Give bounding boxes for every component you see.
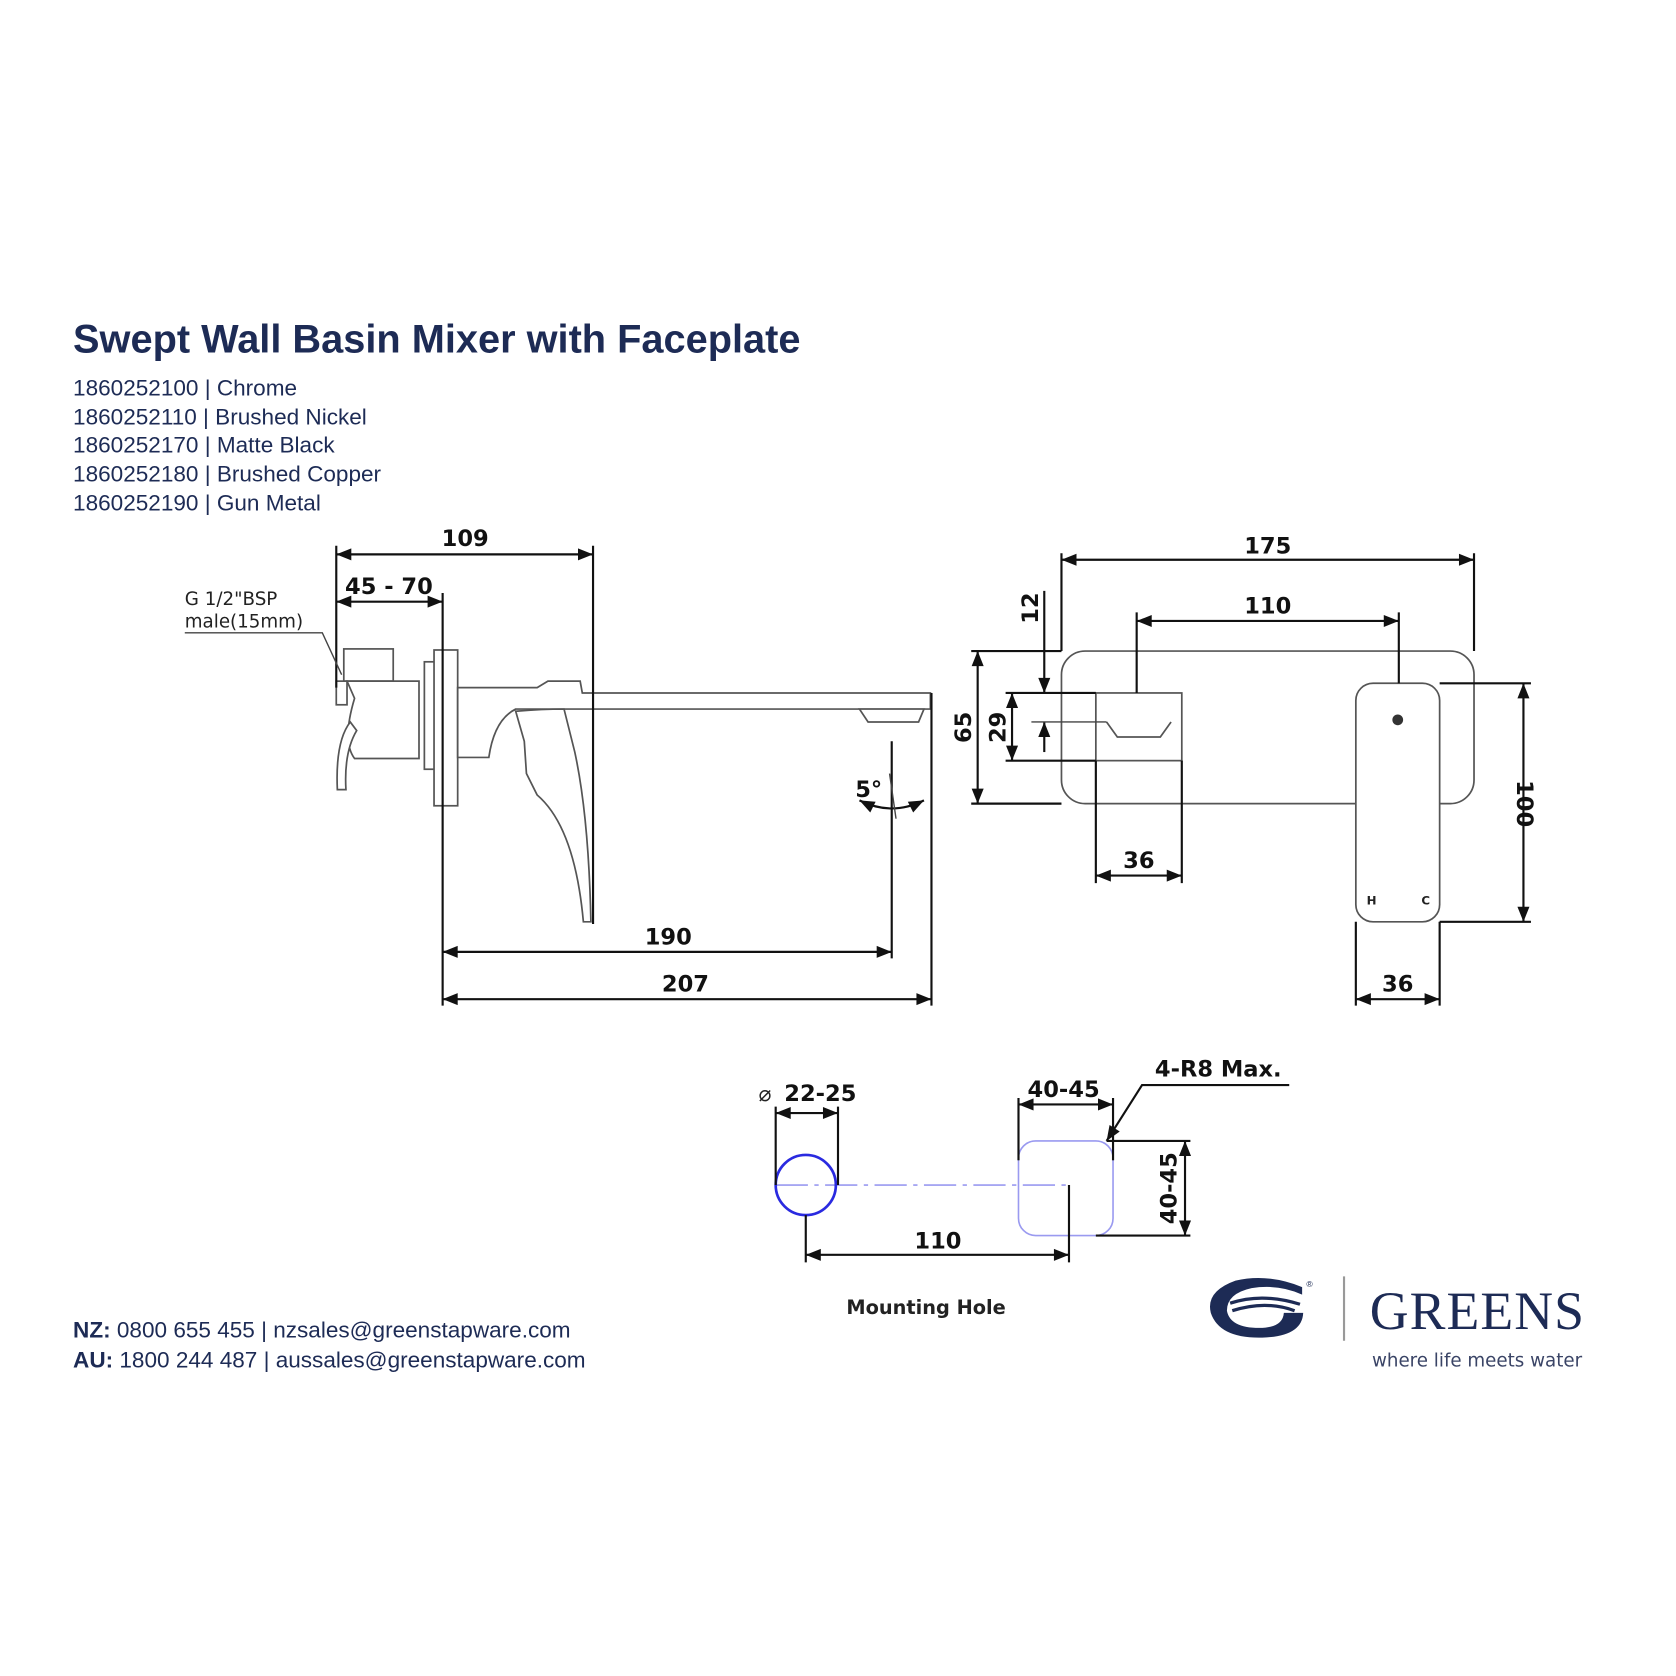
dim-square-width: 40-45 — [1028, 1077, 1100, 1103]
dim-wall-range: 45 - 70 — [345, 574, 433, 600]
dim-hole-diameter: 22-25 — [784, 1081, 856, 1107]
variant-item: 1860252190 | Gun Metal — [73, 490, 321, 515]
front-view-drawing: H C 175 110 65 29 12 36 100 36 — [951, 533, 1537, 1006]
dim-plate-height: 65 — [951, 712, 977, 743]
dim-spout-height: 29 — [986, 712, 1012, 743]
dim-overall-depth: 109 — [442, 526, 489, 552]
dim-square-height: 40-45 — [1156, 1152, 1182, 1224]
dim-handle-height: 100 — [1511, 780, 1537, 827]
diameter-icon: ⌀ — [758, 1082, 771, 1107]
variant-item: 1860252100 | Chrome — [73, 375, 297, 400]
dim-spout-reach: 190 — [645, 924, 692, 950]
dim-plate-width: 175 — [1244, 533, 1291, 559]
brand-name: GREENS — [1370, 1281, 1585, 1341]
dim-total-reach: 207 — [662, 972, 709, 998]
inlet-note-line2: male(15mm) — [185, 611, 303, 632]
variant-list: 1860252100 | Chrome 1860252110 | Brushed… — [73, 375, 381, 515]
au-contact: AU: 1800 244 487 | aussales@greenstapwar… — [73, 1348, 586, 1373]
nz-contact: NZ: 0800 655 455 | nzsales@greenstapware… — [73, 1318, 571, 1343]
svg-text:®: ® — [1306, 1279, 1313, 1289]
variant-item: 1860252180 | Brushed Copper — [73, 461, 381, 486]
logo-mark-icon — [1209, 1278, 1304, 1338]
dim-offset: 12 — [1018, 592, 1044, 623]
angle-label: 5° — [855, 777, 882, 803]
contact-info: NZ: 0800 655 455 | nzsales@greenstapware… — [73, 1318, 586, 1373]
dim-centres: 110 — [1244, 593, 1291, 619]
brand-tagline: where life meets water — [1372, 1351, 1583, 1372]
mounting-square — [1017, 1140, 1114, 1237]
cold-marker: C — [1421, 894, 1430, 908]
hot-marker: H — [1367, 894, 1377, 908]
variant-item: 1860252170 | Matte Black — [73, 432, 335, 457]
page-title: Swept Wall Basin Mixer with Faceplate — [73, 317, 800, 361]
side-view-drawing: 109 45 - 70 G 1/2"BSP male(15mm) 190 207… — [184, 526, 933, 1006]
inlet-note-line1: G 1/2"BSP — [185, 589, 277, 610]
mounting-hole-drawing: ⌀ 22-25 40-45 40-45 4-R8 Max. 110 Mounti… — [758, 1057, 1290, 1319]
mounting-caption: Mounting Hole — [846, 1296, 1005, 1319]
radius-note: 4-R8 Max. — [1155, 1057, 1282, 1083]
dim-mounting-centres: 110 — [914, 1228, 961, 1254]
dim-spout-width: 36 — [1123, 848, 1154, 874]
variant-item: 1860252110 | Brushed Nickel — [73, 404, 367, 429]
greens-logo: ® GREENS where life meets water — [1209, 1276, 1585, 1372]
dim-handle-width: 36 — [1382, 972, 1413, 998]
